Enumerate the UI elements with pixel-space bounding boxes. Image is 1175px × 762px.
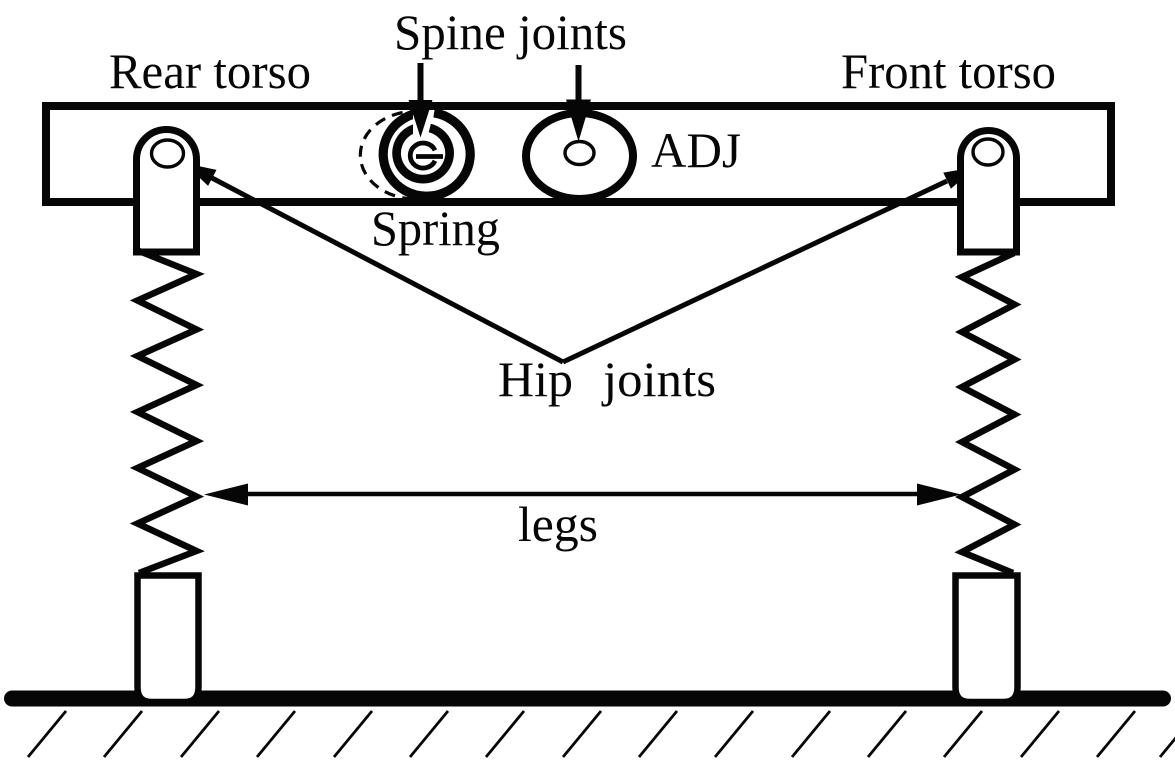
- svg-text:Hip: Hip: [498, 351, 573, 407]
- svg-text:joints: joints: [601, 351, 716, 407]
- svg-text:legs: legs: [518, 496, 598, 552]
- svg-text:Rear torso: Rear torso: [109, 43, 311, 99]
- svg-text:ADJ: ADJ: [651, 122, 741, 178]
- svg-text:Spring: Spring: [371, 200, 500, 256]
- svg-text:Front torso: Front torso: [841, 43, 1056, 99]
- svg-text:Spine joints: Spine joints: [394, 4, 627, 60]
